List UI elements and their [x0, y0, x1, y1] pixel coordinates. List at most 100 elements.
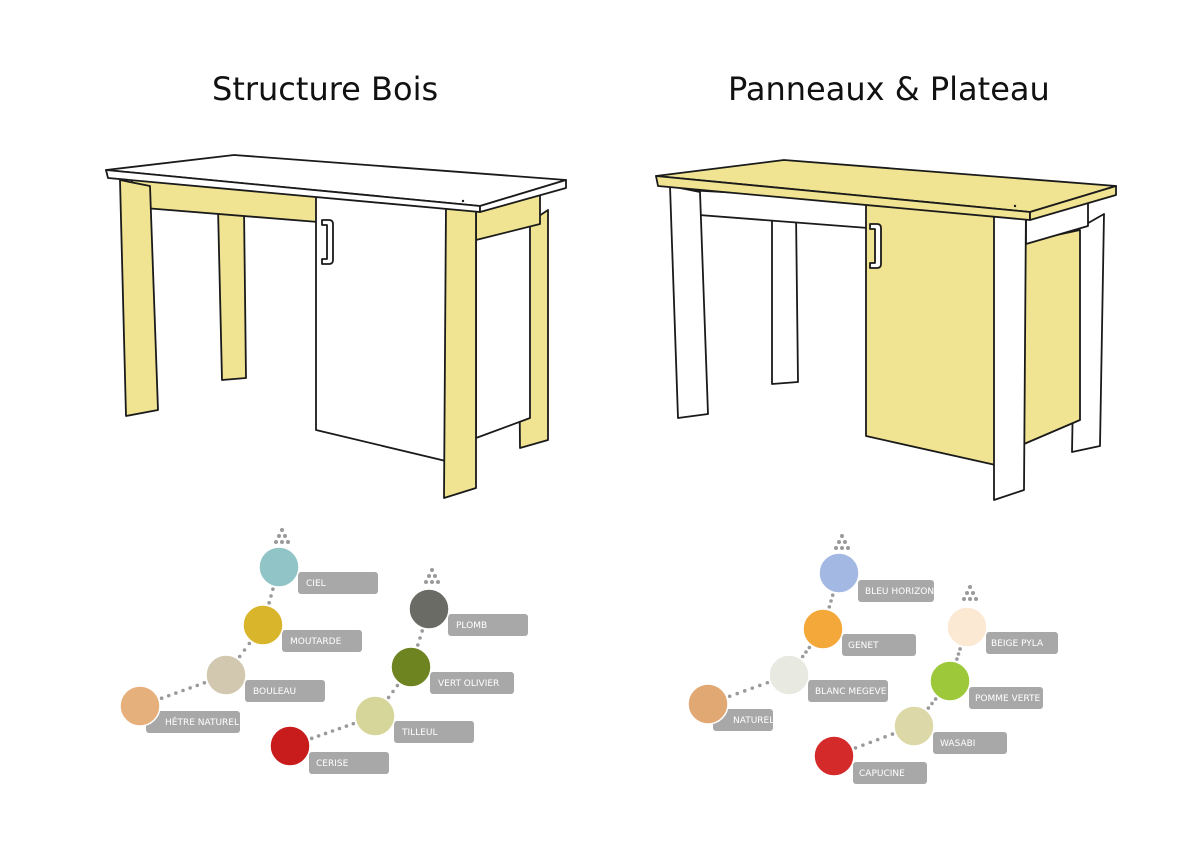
swatch-label-tag [713, 709, 773, 731]
swatch-label-text: TILLEUL [401, 728, 437, 738]
dot-pyramid [962, 585, 978, 601]
desk-right-door-handle [869, 223, 882, 269]
connector-dot [765, 680, 770, 685]
swatch-color-circle [205, 654, 247, 696]
swatch-bleu-horizon[interactable]: BLEU HORIZON [818, 552, 934, 602]
desk-left-top-dot [461, 199, 465, 203]
pyramid-dot [430, 580, 434, 584]
dot-pyramid [274, 528, 290, 544]
swatch-label-tag [853, 762, 927, 784]
swatch-color-circle [929, 660, 971, 702]
swatch-label-text: CIEL [306, 579, 326, 589]
connector-dot [202, 680, 207, 685]
swatch-label-text: CERISE [316, 759, 349, 769]
connector-dot [727, 694, 732, 699]
pyramid-dot [968, 597, 972, 601]
desk-structure-bois [105, 154, 567, 499]
pyramid-dot [965, 591, 969, 595]
swatch-label-tag [808, 680, 888, 702]
connector-dot [804, 650, 808, 654]
connector-dot [955, 657, 959, 661]
connector-dot [316, 734, 321, 738]
pyramid-dot [436, 580, 440, 584]
swatch-color-circle [390, 646, 432, 688]
swatch-label-tag [146, 711, 240, 733]
connector-dot [930, 701, 934, 706]
swatch-label-text: PLOMB [456, 621, 487, 631]
pyramid-dot [427, 574, 431, 578]
connector-dot [830, 593, 835, 597]
swatch-cerise[interactable]: CERISE [269, 725, 389, 774]
swatch-color-circle [269, 725, 311, 767]
swatch-color-circle [946, 606, 988, 648]
swatch-blanc-megeve[interactable]: BLANC MEGEVE [768, 654, 888, 702]
desk-left-front-left-leg [119, 179, 159, 417]
swatch-label-text: WASABI [940, 739, 975, 749]
connector-dot [883, 735, 887, 739]
swatch-moutarde[interactable]: MOUTARDE [242, 604, 362, 652]
pyramid-dot [962, 597, 966, 601]
connector-dot [181, 688, 185, 693]
swatch-label-text: BEIGE PYLA [991, 639, 1044, 649]
connector-dot [958, 647, 962, 651]
pyramid-dot [430, 568, 434, 572]
connector-dot [420, 629, 424, 633]
desk-right-door [865, 199, 1001, 467]
connector-dot [386, 695, 391, 700]
connector-dot [861, 743, 865, 747]
connector-dot [956, 652, 961, 656]
pyramid-dot [840, 546, 844, 550]
pyramid-dot [433, 574, 437, 578]
connector-dot [926, 706, 931, 710]
pyramid-dot [968, 585, 972, 589]
swatch-label-tag [245, 680, 325, 702]
pyramid-dot [843, 540, 847, 544]
desk-panneaux-plateau [655, 159, 1117, 501]
connector-dot [827, 605, 832, 609]
connector-dot [868, 740, 873, 745]
swatch-bouleau[interactable]: BOULEAU [205, 654, 325, 702]
connector-dot [267, 601, 271, 605]
connector-dot [735, 691, 739, 696]
desk-right-back-left-leg [771, 211, 799, 385]
swatch-label-tag [394, 721, 474, 743]
swatch-color-circle [119, 685, 161, 727]
swatch-color-circle [818, 552, 860, 594]
swatch-label-tag [986, 632, 1058, 654]
swatch-genet[interactable]: GENET [802, 608, 916, 656]
swatch-label-text: NATUREL [733, 716, 774, 726]
dot-pyramid [834, 534, 850, 550]
connector-dot [933, 697, 938, 701]
swatch-color-circle [258, 546, 300, 588]
connector-dot [391, 689, 395, 694]
swatch-label-tag [933, 732, 1007, 754]
swatch-naturel[interactable]: NATUREL [687, 683, 774, 731]
connector-dot [271, 587, 275, 591]
swatch-label-text: GENET [848, 641, 879, 651]
connector-dot [742, 689, 747, 693]
desk-left-front-right-leg [443, 199, 477, 499]
swatch-label-text: VERT OLIVIER [438, 679, 499, 689]
swatch-color-circle [813, 735, 855, 777]
connector-dot [853, 746, 858, 750]
swatch-capucine[interactable]: CAPUCINE [813, 735, 927, 784]
swatch-label-tag [858, 580, 934, 602]
connector-dot [166, 693, 171, 698]
swatch-plomb[interactable]: PLOMB [408, 588, 528, 636]
connector-dot [323, 731, 328, 736]
connector-dot [890, 732, 895, 736]
swatch-beige-pyla[interactable]: BEIGE PYLA [946, 606, 1058, 654]
connector-dot [195, 683, 200, 688]
swatch-label-text: HÊTRE NATUREL [165, 716, 239, 728]
swatch-wasabi[interactable]: WASABI [893, 705, 1007, 754]
swatch-hetre-naturel[interactable]: HÊTRE NATUREL [119, 685, 240, 733]
swatch-ciel[interactable]: CIEL [258, 546, 378, 594]
swatch-label-text: BLEU HORIZON [865, 587, 934, 597]
swatch-tilleul[interactable]: TILLEUL [354, 695, 474, 743]
pyramid-dot [280, 528, 284, 532]
connector-dot [344, 724, 349, 728]
swatch-color-circle [408, 588, 450, 630]
swatch-pomme-verte[interactable]: POMME VERTE [929, 660, 1043, 709]
desk-left-top-side-edge [479, 179, 567, 213]
swatch-vert-olivier[interactable]: VERT OLIVIER [390, 646, 514, 694]
